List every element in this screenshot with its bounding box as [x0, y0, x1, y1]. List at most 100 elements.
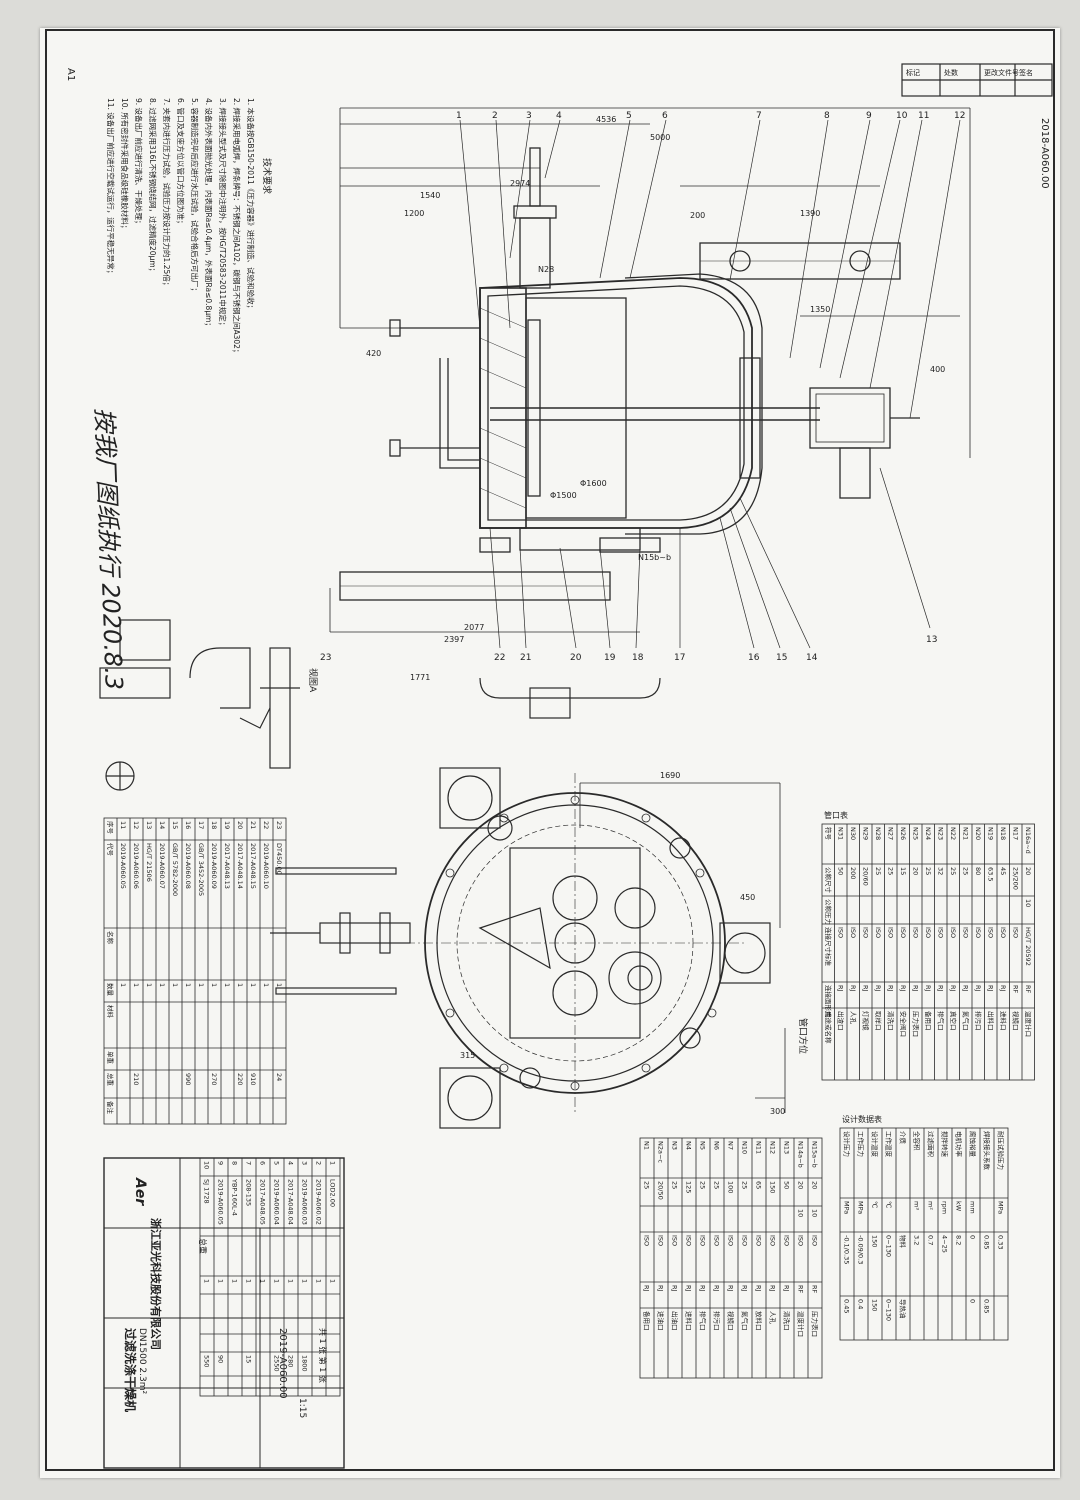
nozzle-table-cell: N28 [874, 827, 882, 840]
dimension-value: 2397 [444, 635, 464, 644]
design-table-cell: 0~130 [885, 1235, 893, 1257]
parts-list-cell: 20 [236, 821, 244, 829]
lower-nozzle-table-cell: N15a~b [811, 1141, 819, 1168]
nozzle-table-cell: N27 [886, 827, 894, 840]
vessel-label: Φ1600 [580, 479, 607, 488]
parts-list-cell: 1 [184, 983, 192, 987]
parts-list-cell: 1 [171, 983, 179, 987]
nozzle-table-cell: RJ [961, 985, 969, 992]
lower-nozzle-table-cell: RJ [741, 1285, 749, 1292]
parts-list-cell: 1 [236, 983, 244, 987]
lower-nozzle-table-cell: 放料口 [755, 1311, 764, 1331]
parts-list-cell: 1 [119, 983, 127, 987]
nozzle-table-cell: 排污口 [974, 1011, 983, 1031]
dimension-value: 4536 [596, 115, 616, 124]
parts-list-header: 数量 [106, 983, 115, 997]
parts-list-right-cell: 2019-A060.05 [217, 1179, 225, 1225]
design-table-cell: -0.09/0.3 [857, 1235, 865, 1264]
design-table-cell: m² [927, 1201, 935, 1210]
parts-list-cell: 910 [249, 1073, 257, 1085]
lower-nozzle-table-cell: 备用口 [643, 1311, 652, 1331]
parts-list-cell: 1 [145, 983, 153, 987]
lower-nozzle-table-cell: 出油口 [671, 1311, 680, 1331]
design-table-cell: 焊接接头系数 [983, 1131, 992, 1171]
dimension-value: 1350 [810, 305, 830, 314]
nozzle-table-header: 连接面形式 [824, 985, 833, 1018]
nozzle-table-cell: RJ [886, 985, 894, 992]
nozzle-table-cell: RF [1024, 985, 1032, 994]
part-number-label: 1 [456, 111, 462, 121]
nozzle-table-cell: 出渣口 [836, 1011, 845, 1031]
design-table-cell: 3.2 [913, 1235, 921, 1245]
design-table-cell: ℃ [871, 1201, 879, 1208]
nozzle-table-cell: ISO [836, 927, 844, 938]
nozzle-table-cell: N21 [961, 827, 969, 840]
nozzle-table-cell: 25 [949, 867, 957, 875]
engineering-drawing: A1 2018-A060.00 标记 处数 更改文件号 签名 [45, 29, 1055, 1471]
nozzle-table-cell: HG/T 20592 [1024, 927, 1032, 966]
parts-list-cell: 18 [210, 821, 218, 829]
design-table-cell: 全容积 [913, 1131, 922, 1151]
parts-list-right-cell: 7 [245, 1161, 253, 1165]
nozzle-table-cell: ISO [861, 927, 869, 938]
parts-list-cell: 13 [145, 821, 153, 829]
dimension-value: 1200 [404, 209, 424, 218]
lower-nozzle-table-cell: N13 [783, 1141, 791, 1154]
nozzle-table-cell: RJ [899, 985, 907, 992]
design-table-cell: 设计压力 [843, 1131, 852, 1157]
nozzle-orientation-plan [270, 767, 786, 1129]
parts-list-header: 备注 [106, 1101, 115, 1115]
nozzle-table-cell: 20 [911, 867, 919, 875]
lower-nozzle-table-cell: N12 [769, 1141, 777, 1154]
nozzle-table-cell: RJ [936, 985, 944, 992]
design-table-cell: 0~130 [885, 1299, 893, 1321]
part-number-label: 15 [776, 653, 787, 663]
parts-list-right-cell: 1800 [301, 1355, 309, 1372]
lower-nozzle-table-cell: ISO [685, 1235, 693, 1246]
design-table-cell: 过滤面积 [927, 1131, 936, 1158]
dimension-value: 400 [930, 365, 945, 374]
lower-nozzle-table-cell: N5 [699, 1141, 707, 1150]
design-table-cell: 0.45 [843, 1299, 851, 1313]
lower-nozzle-table-cell: 排气口 [699, 1311, 708, 1331]
lower-nozzle-table-cell: ISO [657, 1235, 665, 1246]
parts-list-cell: 1 [223, 983, 231, 987]
note-line: 5. 容器制造完毕后应进行水压试验，试验合格后方可出厂； [190, 98, 200, 295]
section-label: 视图A [307, 668, 319, 693]
design-table-cell: 0.4 [857, 1299, 865, 1309]
lower-nozzle-table-cell: 视镜口 [727, 1311, 736, 1331]
parts-list-cell: 2017-A048.14 [236, 843, 244, 889]
nozzle-table-cell: RJ [949, 985, 957, 992]
note-line: 6. 管口及支座方位以管口方位图为准； [176, 98, 186, 228]
parts-list-cell: 210 [132, 1073, 140, 1085]
nozzle-table-cell: 氮气口 [961, 1011, 970, 1031]
dimension-value: 1390 [800, 209, 820, 218]
part-number-label: 14 [806, 653, 818, 663]
parts-list-right-cell: 2019-A060.02 [315, 1179, 323, 1225]
nozzle-table-cell: RJ [911, 985, 919, 992]
parts-list-cell: 16 [184, 821, 192, 829]
drawing-scale: 1:15 [297, 1398, 307, 1418]
lower-nozzle-table-cell: 温度计口 [797, 1311, 806, 1337]
parts-list-cell: 11 [119, 821, 127, 829]
lower-nozzle-table-cell: 25 [643, 1181, 651, 1189]
design-table-cell: 搅拌转速 [941, 1131, 950, 1158]
notes-heading: 技术要求 [261, 158, 273, 194]
design-table-cell: -0.1/0.35 [843, 1235, 851, 1264]
part-number-label: 8 [824, 111, 830, 121]
lower-nozzle-table-cell: ISO [783, 1235, 791, 1246]
nozzle-table-cell: 安全阀口 [899, 1011, 908, 1037]
lower-nozzle-table-cell: ISO [643, 1235, 651, 1246]
plan-dimension: 450 [740, 893, 755, 902]
lower-nozzle-table-cell: 25 [699, 1181, 707, 1189]
nozzle-table-cell: RJ [974, 985, 982, 992]
nozzle-table-header: 公称压力 [824, 899, 833, 925]
dimension-value: 2077 [464, 623, 484, 632]
parts-list-header: 序号 [106, 821, 115, 835]
lower-nozzle-table-cell: N14a~b [797, 1141, 805, 1168]
nozzle-table-cell: N19 [986, 827, 994, 840]
nozzle-table-cell: ISO [849, 927, 857, 938]
parts-list-cell: HG/T 21506 [145, 843, 153, 882]
part-number-label: 17 [674, 653, 685, 663]
parts-list-cell: 1 [132, 983, 140, 987]
